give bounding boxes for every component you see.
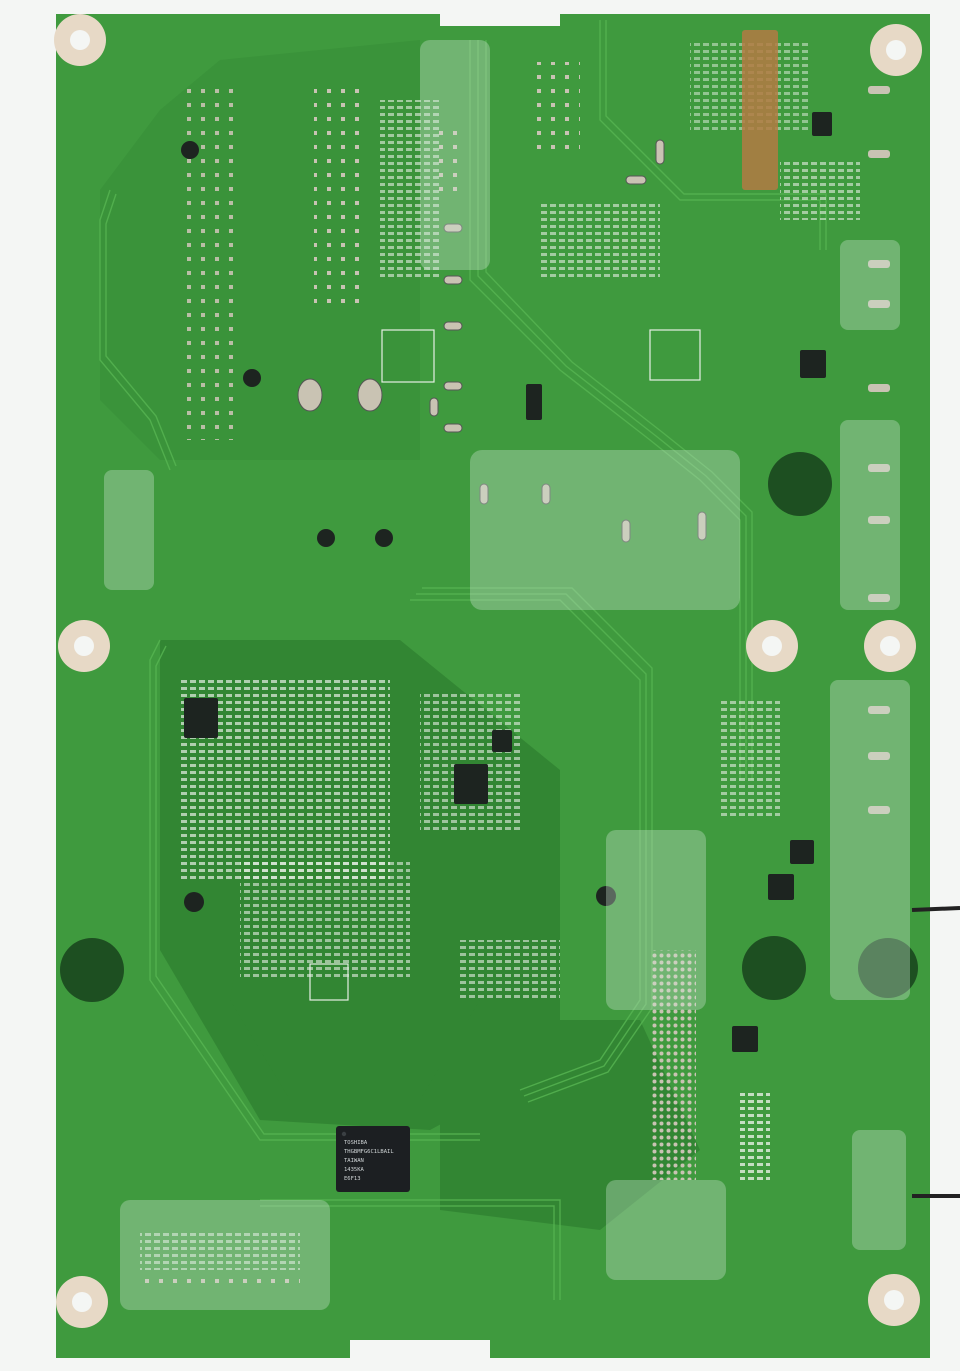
bga-pad-field bbox=[652, 950, 696, 1180]
dark-components bbox=[181, 112, 832, 1052]
mounting-hole-mid-center bbox=[746, 620, 798, 672]
silkscreen-outlines bbox=[309, 329, 701, 1001]
chip-label-brand: TOSHIBA bbox=[344, 1140, 368, 1146]
mounting-hole-bottom-right bbox=[868, 1274, 920, 1326]
chip-label-line4: E6F13 bbox=[344, 1176, 361, 1182]
mounting-hole-top-left bbox=[54, 14, 106, 66]
fpc-connector bbox=[742, 30, 778, 190]
tape-residue bbox=[104, 40, 910, 1310]
cable-wires bbox=[911, 906, 960, 1198]
through-hole-pin-rows bbox=[140, 62, 580, 1284]
trace-bundles bbox=[99, 20, 827, 1300]
mounting-holes bbox=[54, 14, 922, 1328]
mounting-hole-mid-right bbox=[864, 620, 916, 672]
chip-label-line3: 1435KA bbox=[344, 1167, 365, 1173]
chip-label-line2: TAIWAN bbox=[344, 1158, 364, 1164]
oval-pads bbox=[297, 139, 707, 543]
mounting-hole-mid-left bbox=[58, 620, 110, 672]
emmc-memory-chip: TOSHIBA THGBMFG6C1LBAIL TAIWAN 1435KA E6… bbox=[336, 1126, 410, 1192]
mounting-hole-bottom-left bbox=[56, 1276, 108, 1328]
chip-label-line1: THGBMFG6C1LBAIL bbox=[344, 1149, 394, 1155]
ground-holes bbox=[60, 452, 918, 1002]
edge-connector-pads bbox=[868, 86, 890, 814]
mounting-hole-top-right bbox=[870, 24, 922, 76]
